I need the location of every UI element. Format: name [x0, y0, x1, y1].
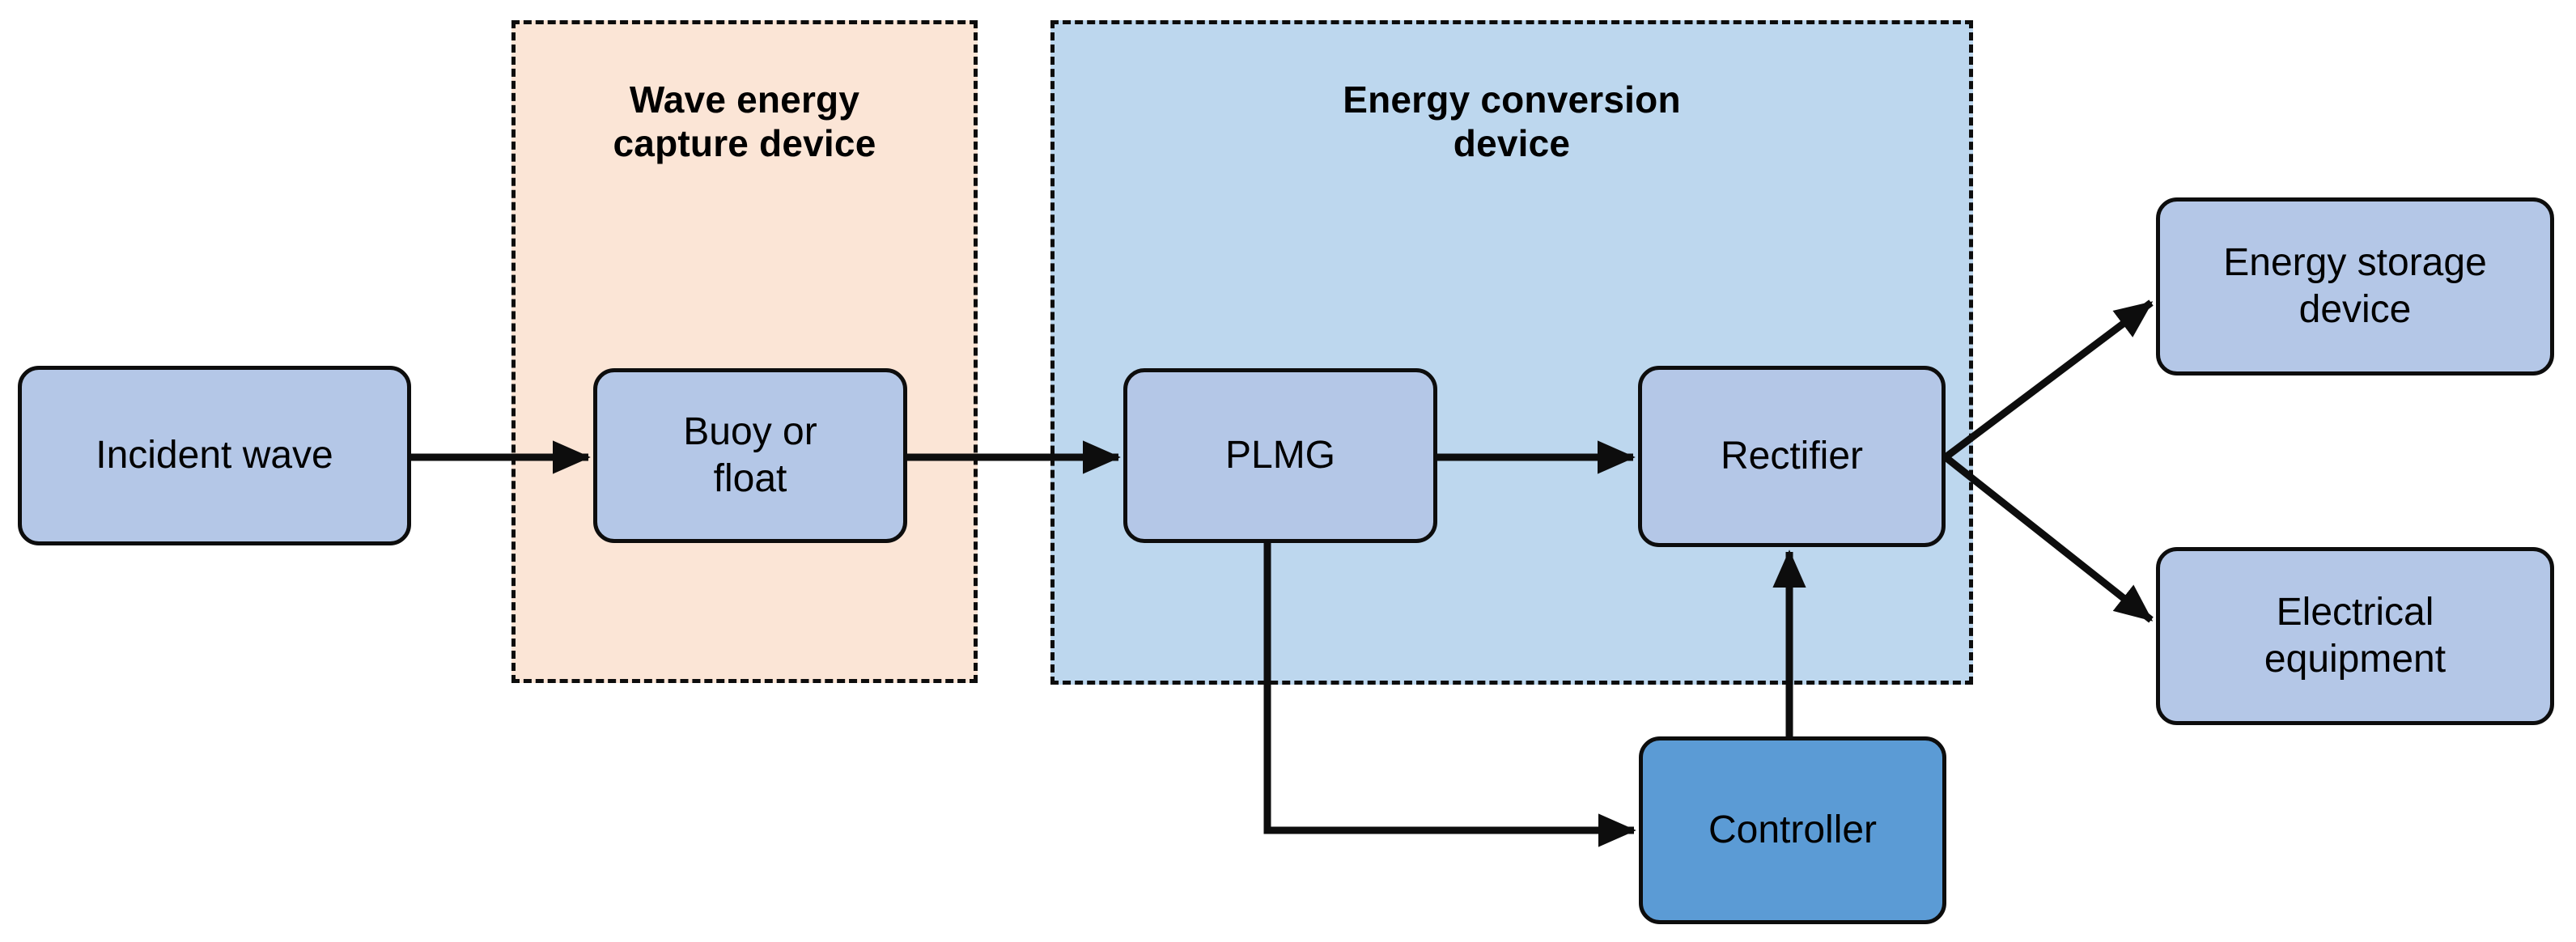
node-buoy-or-float[interactable]: Buoy or float [593, 368, 907, 543]
connector-rectifier-to-energy-storage [1943, 299, 2154, 460]
group-label-wave-energy-capture-device: Wave energy capture device [613, 78, 876, 165]
node-controller[interactable]: Controller [1639, 736, 1946, 924]
node-label-incident-wave: Incident wave [95, 434, 333, 477]
group-wave-energy-capture-device: Wave energy capture device [511, 20, 978, 683]
node-label-plmg: PLMG [1224, 434, 1336, 477]
node-label-electrical-equipment: Electrical equipment [2264, 591, 2447, 681]
node-plmg[interactable]: PLMG [1123, 368, 1437, 543]
connector-rectifier-to-electrical-equipment [1943, 454, 2154, 623]
node-label-energy-storage-device: Energy storage device [2223, 241, 2487, 331]
node-energy-storage-device[interactable]: Energy storage device [2156, 197, 2554, 376]
group-energy-conversion-device: Energy conversion device [1050, 20, 1973, 685]
group-label-energy-conversion-device: Energy conversion device [1343, 78, 1681, 165]
node-incident-wave[interactable]: Incident wave [18, 366, 411, 545]
node-label-controller: Controller [1708, 808, 1878, 852]
node-label-rectifier: Rectifier [1720, 435, 1864, 478]
node-rectifier[interactable]: Rectifier [1638, 366, 1946, 547]
connector-plmg-to-controller [1263, 543, 1636, 847]
node-label-buoy-or-float: Buoy or float [683, 410, 817, 500]
node-electrical-equipment[interactable]: Electrical equipment [2156, 547, 2554, 725]
